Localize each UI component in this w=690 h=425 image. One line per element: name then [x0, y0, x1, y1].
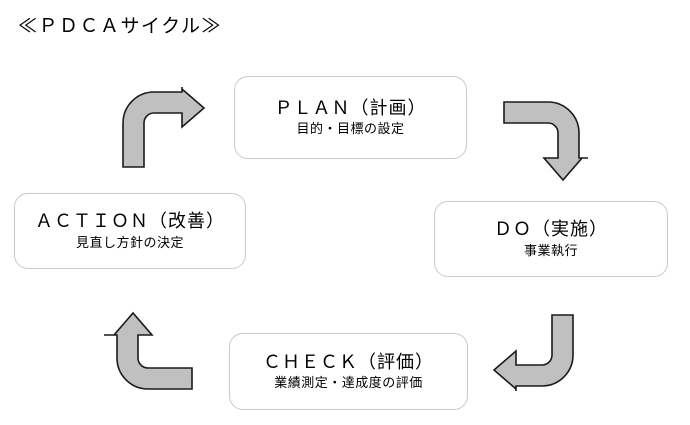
stage-title-plan: ＰＬＡＮ（計画）	[274, 97, 427, 118]
arrow-do-to-check-icon	[489, 311, 579, 391]
stage-box-action: ＡＣＴＩＯＮ（改善） 見直し方針の決定	[14, 193, 246, 269]
arrow-plan-to-do-icon	[500, 96, 588, 182]
stage-box-do: ＤＯ（実施） 事業執行	[434, 201, 668, 277]
stage-title-check: ＣＨＥＣＫ（評価）	[263, 351, 434, 372]
stage-title-do: ＤＯ（実施）	[494, 219, 608, 240]
stage-subtitle-do: 事業執行	[523, 242, 578, 258]
stage-subtitle-action: 見直し方針の決定	[75, 234, 184, 250]
arrow-check-to-action-icon	[104, 311, 196, 393]
stage-box-plan: ＰＬＡＮ（計画） 目的・目標の設定	[234, 76, 467, 159]
stage-subtitle-plan: 目的・目標の設定	[296, 121, 405, 137]
stage-box-check: ＣＨＥＣＫ（評価） 業績測定・達成度の評価	[229, 333, 468, 410]
stage-subtitle-check: 業績測定・達成度の評価	[274, 375, 423, 391]
arrow-action-to-plan-icon	[114, 87, 206, 169]
stage-title-action: ＡＣＴＩＯＮ（改善）	[35, 211, 225, 232]
page-title: ≪ＰＤＣＡサイクル≫	[18, 16, 223, 37]
